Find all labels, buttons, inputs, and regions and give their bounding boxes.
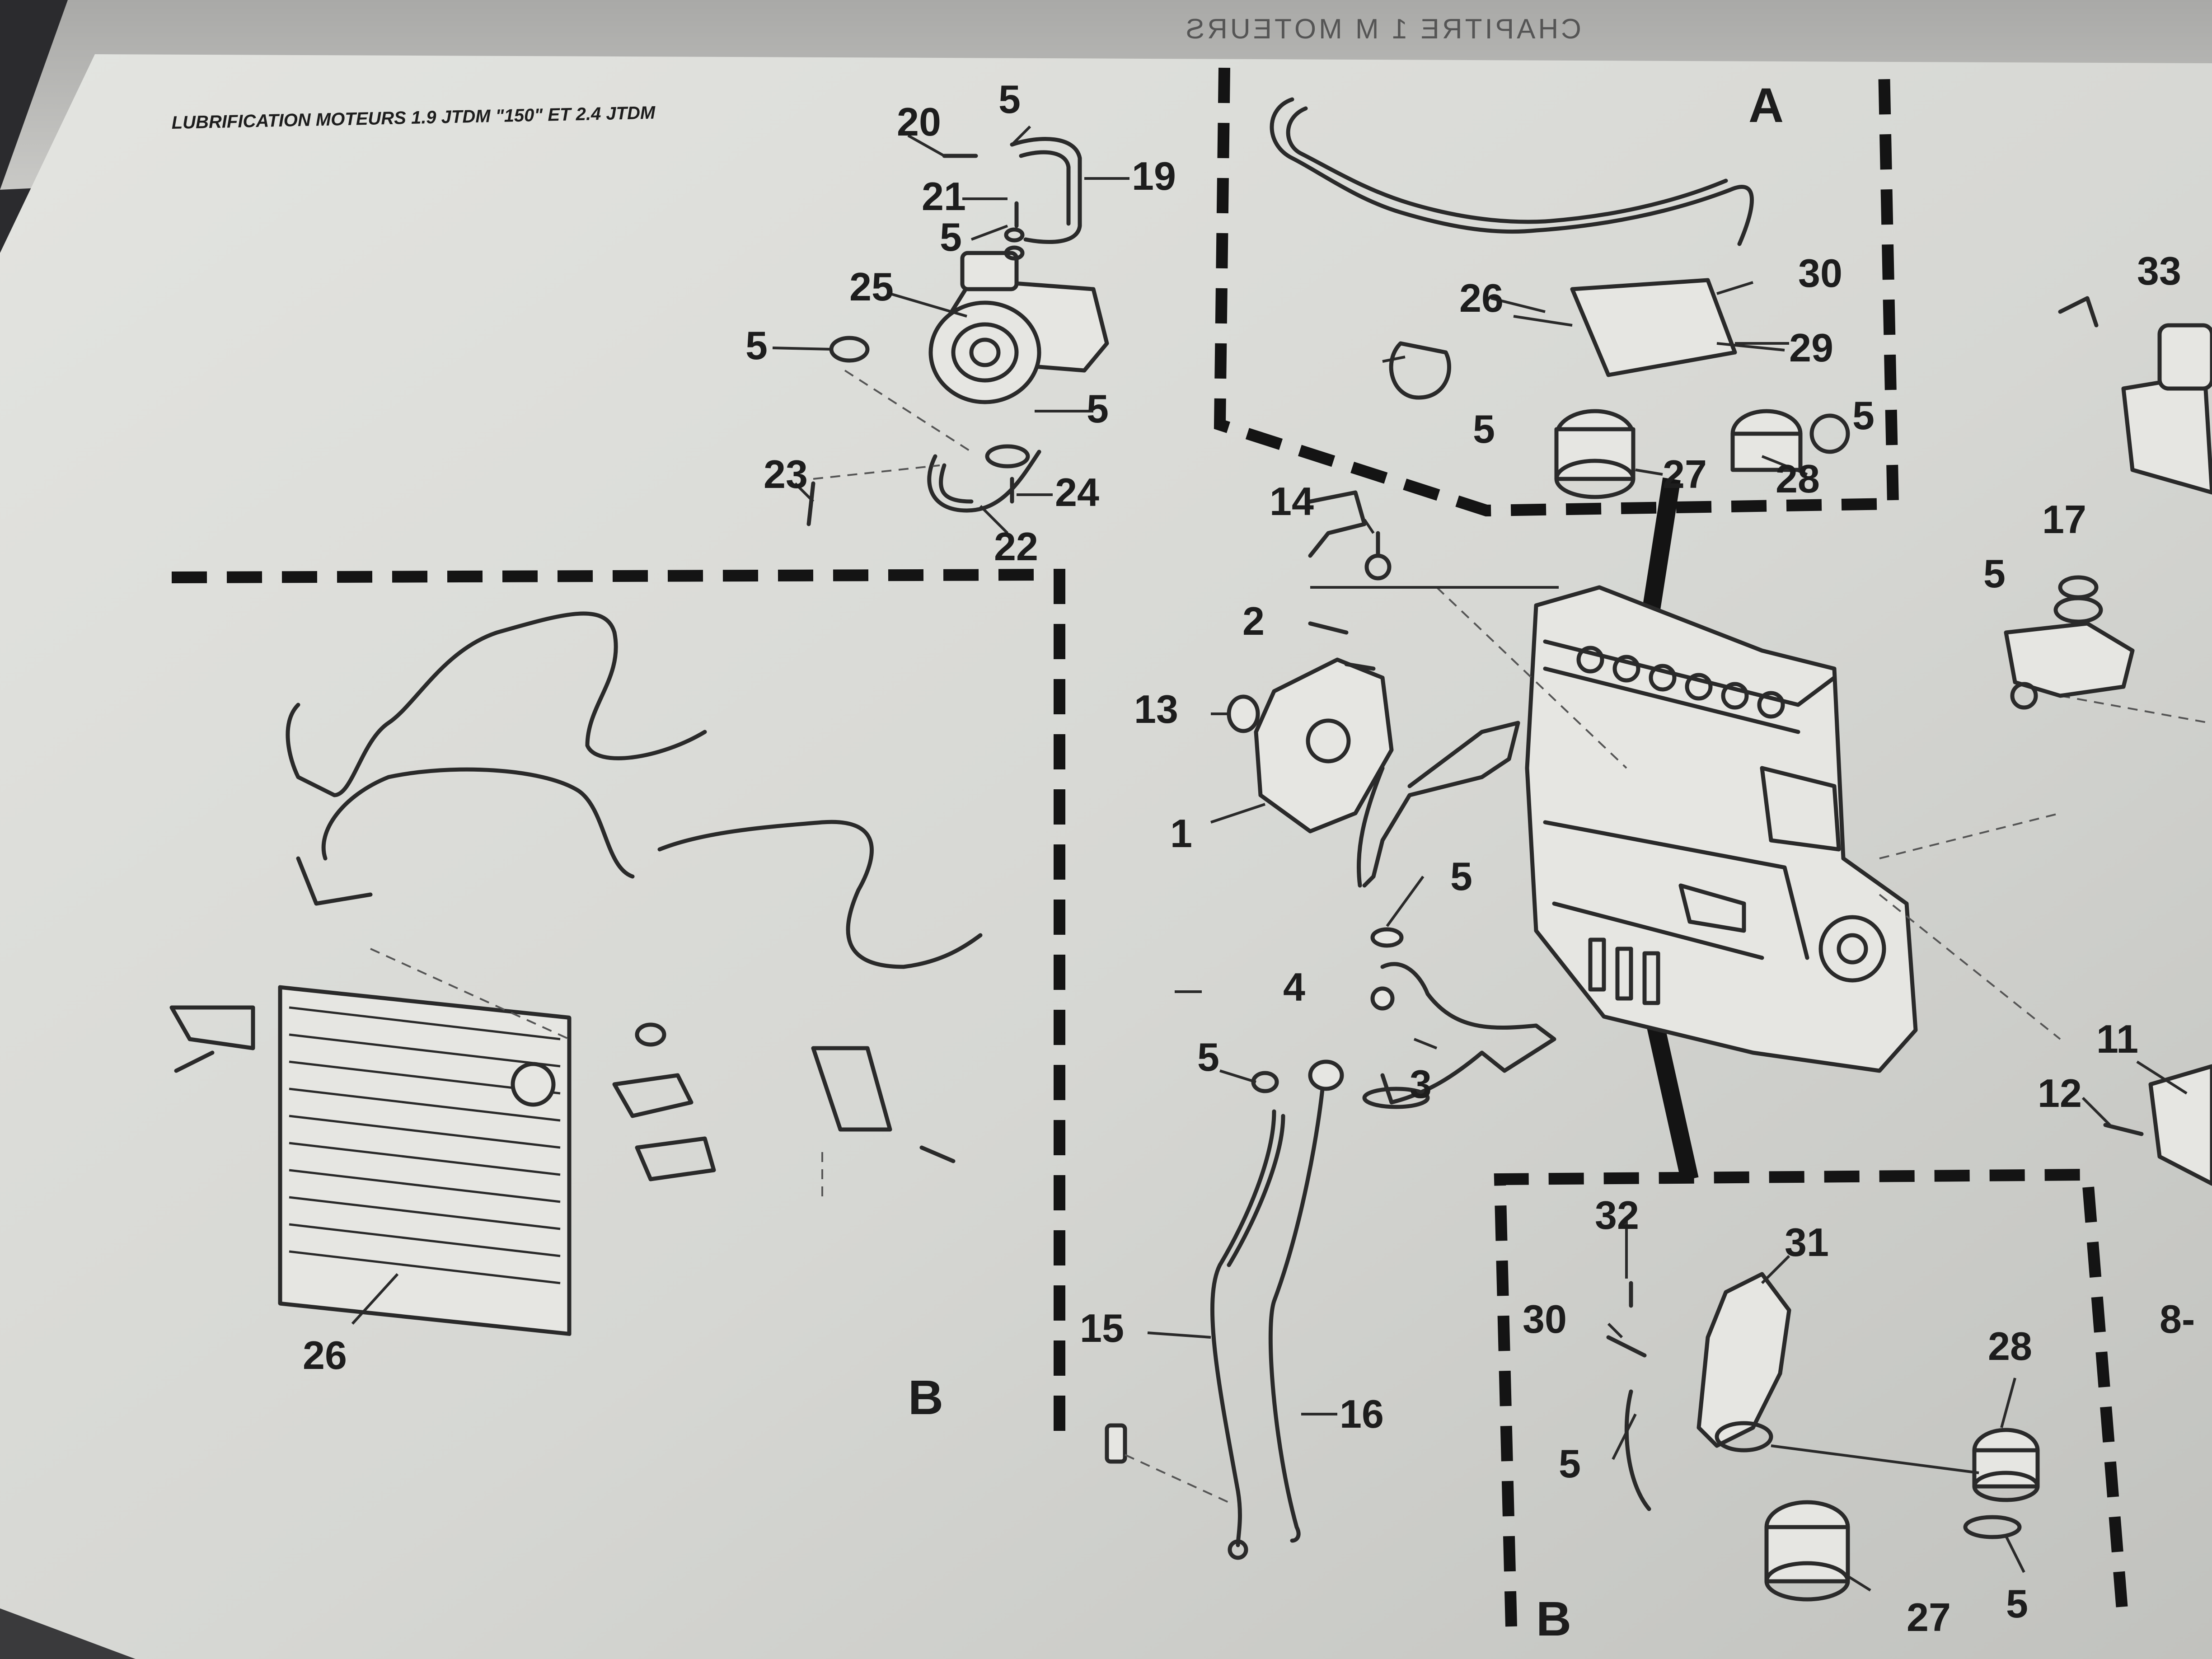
main-page	[0, 54, 2212, 1659]
turbo-assembly	[806, 137, 1109, 526]
section-a-label: A	[1748, 78, 1784, 132]
callout-22: 22	[994, 524, 1038, 569]
callout-33: 33	[2137, 248, 2181, 293]
callout-20: 20	[897, 99, 941, 144]
callout-5: 5	[745, 323, 768, 368]
callout-15: 15	[1080, 1306, 1124, 1350]
callout-14: 14	[1270, 479, 1314, 524]
running-header: CHAPITRE 1 M MOTEURS	[1183, 14, 1581, 45]
callout-5: 5	[1473, 407, 1495, 451]
callout-3: 3	[1410, 1062, 1432, 1106]
section-b-right-frame	[1494, 1168, 2129, 1627]
callout-19: 19	[1132, 154, 1176, 198]
section-a-pipes	[1270, 97, 1850, 499]
callout-27: 27	[1907, 1595, 1951, 1640]
callout-27: 27	[1663, 452, 1707, 497]
callout-5: 5	[1983, 551, 2006, 596]
callout-leaders	[351, 125, 2188, 1592]
oil-cooler-assembly	[169, 611, 983, 1336]
section-b-left-label: B	[908, 1370, 943, 1425]
oil-filter-assembly	[1606, 1272, 2040, 1602]
callout-5: 5	[1087, 386, 1109, 431]
callout-16: 16	[1340, 1392, 1384, 1436]
callout-12: 12	[2038, 1071, 2082, 1115]
section-b-left-frame	[171, 568, 1065, 1446]
callout-8: 8-	[2160, 1297, 2195, 1341]
callout-1: 1	[1170, 811, 1192, 856]
callout-labels: 20 5 19 21 5 25 5 5 23 24 22 A 26 30 29 …	[303, 77, 2195, 1646]
section-b-right-label: B	[1536, 1591, 1571, 1646]
section-a-frame	[1214, 67, 1899, 517]
callout-5: 5	[998, 77, 1021, 122]
callout-5: 5	[2006, 1581, 2028, 1626]
callout-17: 17	[2042, 497, 2086, 542]
callout-5: 5	[1559, 1441, 1581, 1486]
callout-4: 4	[1283, 965, 1305, 1009]
callout-28: 28	[1776, 456, 1820, 501]
callout-26: 26	[303, 1333, 347, 1378]
callout-5: 5	[1852, 393, 1875, 438]
callout-28: 28	[1988, 1324, 2032, 1368]
engine-block	[1436, 585, 2210, 1073]
callout-13: 13	[1134, 687, 1178, 731]
dipstick-tubes	[1105, 1059, 1344, 1560]
callout-31: 31	[1785, 1220, 1829, 1265]
front-cover-parts	[1227, 490, 1559, 1109]
right-edge-parts	[2004, 296, 2212, 1186]
callout-30: 30	[1798, 251, 1842, 295]
callout-26: 26	[1459, 276, 1504, 320]
callout-21: 21	[922, 174, 966, 219]
callout-11: 11	[2096, 1017, 2138, 1061]
callout-30: 30	[1523, 1297, 1567, 1341]
callout-29: 29	[1789, 325, 1833, 370]
callout-25: 25	[849, 264, 894, 309]
callout-5: 5	[1197, 1035, 1219, 1079]
callout-23: 23	[764, 452, 808, 497]
callout-2: 2	[1242, 599, 1265, 643]
callout-5: 5	[940, 215, 962, 259]
callout-24: 24	[1055, 470, 1099, 515]
callout-32: 32	[1595, 1193, 1639, 1237]
callout-5: 5	[1450, 854, 1472, 899]
